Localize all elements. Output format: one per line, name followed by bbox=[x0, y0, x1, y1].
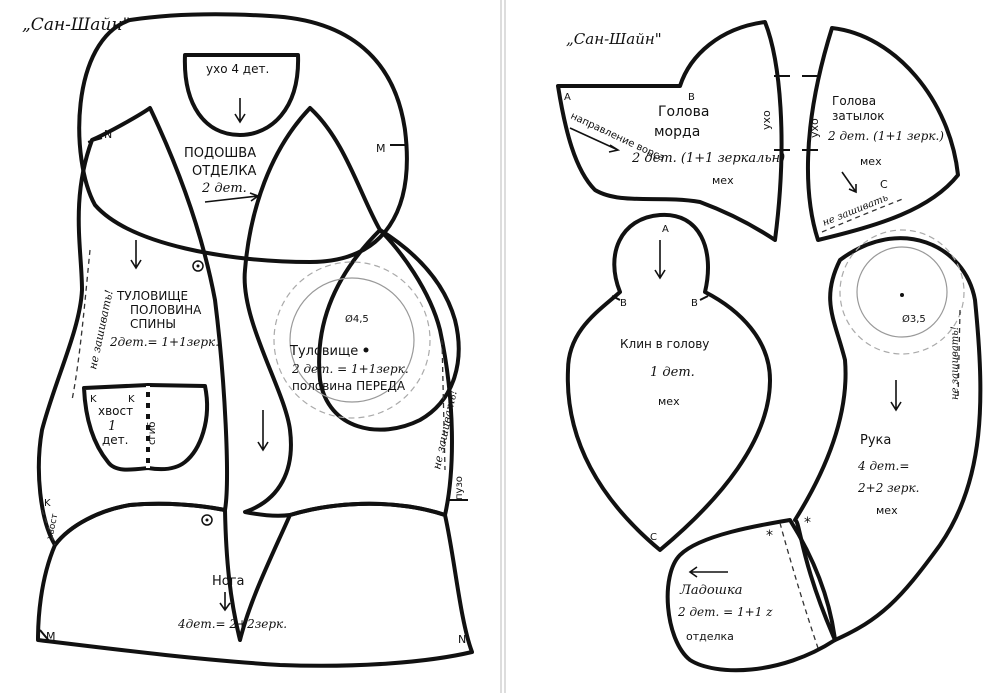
leg-count: 4дет.= 2+2зерк. bbox=[177, 617, 287, 631]
back-body-subtitle: ПОЛОВИНА bbox=[130, 303, 202, 317]
mark-m-leg: M bbox=[46, 630, 56, 643]
tail-piece-outline bbox=[82, 383, 150, 472]
sole-count: 2 дет. bbox=[201, 181, 247, 196]
front-circle-size: Ø4,5 bbox=[345, 313, 369, 325]
ear-mark-back: ухо bbox=[808, 118, 821, 138]
front-body-title: Туловище bbox=[289, 344, 358, 359]
ear-arrow bbox=[234, 98, 246, 124]
front-belly-outline bbox=[317, 228, 461, 432]
ear-label: ухо 4 дет. bbox=[206, 62, 269, 76]
star-mark-right: * bbox=[804, 515, 811, 531]
back-body-subtitle2: СПИНЫ bbox=[130, 317, 176, 331]
mark-a-gusset: A bbox=[662, 224, 669, 235]
palm-title: Ладошка bbox=[679, 583, 743, 598]
tail-count-number: 1 bbox=[108, 419, 116, 434]
back-body-count: 2дет.= 1+1зерк. bbox=[109, 335, 219, 349]
grain-arrow bbox=[569, 127, 621, 153]
head-face-count: 2 дет. (1+1 зеркальн) bbox=[631, 151, 785, 166]
arm-title: Рука bbox=[860, 433, 891, 448]
mark-n-back: N bbox=[104, 128, 112, 141]
front-body-subtitle: половина ПЕРЕДА bbox=[292, 379, 406, 393]
palm-seam bbox=[779, 522, 819, 649]
sole-subtitle: ОТДЕЛКА bbox=[192, 164, 257, 179]
palm-fabric: отделка bbox=[686, 630, 734, 643]
star-mark-left: * bbox=[766, 528, 773, 544]
head-face-title: Голова bbox=[658, 104, 709, 120]
back-body-title: ТУЛОВИЩЕ bbox=[116, 289, 188, 303]
head-face-subtitle: морда bbox=[654, 124, 700, 140]
mark-k-tail-1: K bbox=[90, 394, 97, 405]
gusset-arrow bbox=[654, 240, 666, 280]
leg-title: Нога bbox=[212, 574, 245, 589]
mark-b-face: B bbox=[688, 92, 695, 103]
leg-piece-outline bbox=[36, 501, 474, 668]
no-sew-note-arm: не зашивать! bbox=[950, 326, 961, 400]
ear-piece-outline bbox=[182, 53, 301, 137]
gusset-count: 1 дет. bbox=[650, 365, 695, 380]
palm-arrow bbox=[688, 566, 728, 578]
arm-arrow bbox=[890, 380, 902, 412]
mark-b-gusset-left: B bbox=[620, 298, 627, 309]
no-sew-note-back: не зашивать! bbox=[86, 289, 116, 371]
gusset-fabric: мех bbox=[658, 395, 680, 408]
arm-circle-guide bbox=[856, 246, 948, 338]
arm-outline bbox=[793, 236, 983, 642]
mark-k-tail-2: K bbox=[128, 394, 135, 405]
head-face-fabric: мех bbox=[712, 174, 734, 187]
sole-title: ПОДОШВА bbox=[184, 146, 256, 161]
head-back-title: Голова bbox=[832, 94, 876, 108]
right-page: „Сан-Шайн" A B направление ворса Голова … bbox=[556, 20, 983, 673]
head-back-subtitle: затылок bbox=[832, 109, 884, 123]
mark-c-gusset: C bbox=[650, 532, 657, 543]
tail-attach-note: хвост bbox=[45, 513, 60, 541]
mark-k-leg: K bbox=[44, 498, 51, 509]
front-body-count: 2 дет. = 1+1зерк. bbox=[291, 362, 409, 376]
no-sew-line-back bbox=[71, 249, 91, 401]
head-back-arrow bbox=[841, 171, 857, 194]
tail-piece-outline-right bbox=[146, 383, 210, 472]
mark-m-top: M bbox=[376, 142, 386, 155]
left-page: „Сан-Шайн" ухо 4 дет. ПОДОШВА ОТДЕЛКА 2 … bbox=[22, 12, 474, 668]
head-face-outline bbox=[556, 20, 784, 242]
arm-count-detail: 2+2 зерк. bbox=[857, 481, 919, 495]
sole-piece-outline bbox=[77, 12, 409, 264]
arm-circle-size: Ø3,5 bbox=[902, 313, 926, 325]
front-body-outline bbox=[242, 106, 454, 518]
mark-b-gusset-right: B bbox=[691, 298, 698, 309]
tail-fold-label: сгиб bbox=[147, 422, 158, 445]
gusset-title: Клин в голову bbox=[620, 337, 709, 351]
head-back-outline bbox=[805, 26, 960, 242]
tail-count-unit: дет. bbox=[102, 433, 128, 447]
no-sew-line-front bbox=[441, 339, 446, 471]
palm-count: 2 дет. = 1+1 z bbox=[677, 605, 773, 619]
arm-fabric: мех bbox=[876, 504, 898, 517]
head-back-fabric: мех bbox=[860, 155, 882, 168]
front-circle-guide bbox=[289, 277, 415, 403]
belly-label: пузо bbox=[454, 476, 465, 500]
gusset-outline bbox=[565, 212, 772, 552]
back-body-arrow bbox=[130, 240, 142, 270]
right-brand-label: „Сан-Шайн" bbox=[566, 30, 662, 48]
leg-arrow bbox=[219, 592, 231, 612]
eye-mark-back bbox=[192, 260, 204, 272]
palm-outline bbox=[665, 518, 837, 673]
ear-mark-face: ухо bbox=[760, 110, 773, 130]
eye-mark-front bbox=[201, 514, 213, 526]
mark-a-face: A bbox=[564, 92, 571, 103]
head-back-count: 2 дет. (1+1 зерк.) bbox=[827, 129, 944, 143]
tail-title: хвост bbox=[98, 404, 133, 418]
arm-count: 4 дет.= bbox=[857, 459, 909, 473]
front-body-arrow bbox=[257, 410, 269, 452]
no-sew-note-front: не зашивать! bbox=[430, 389, 460, 471]
left-brand-label: „Сан-Шайн" bbox=[22, 15, 130, 35]
mark-n-leg: N bbox=[458, 633, 466, 646]
mark-c-back: C bbox=[880, 178, 888, 191]
